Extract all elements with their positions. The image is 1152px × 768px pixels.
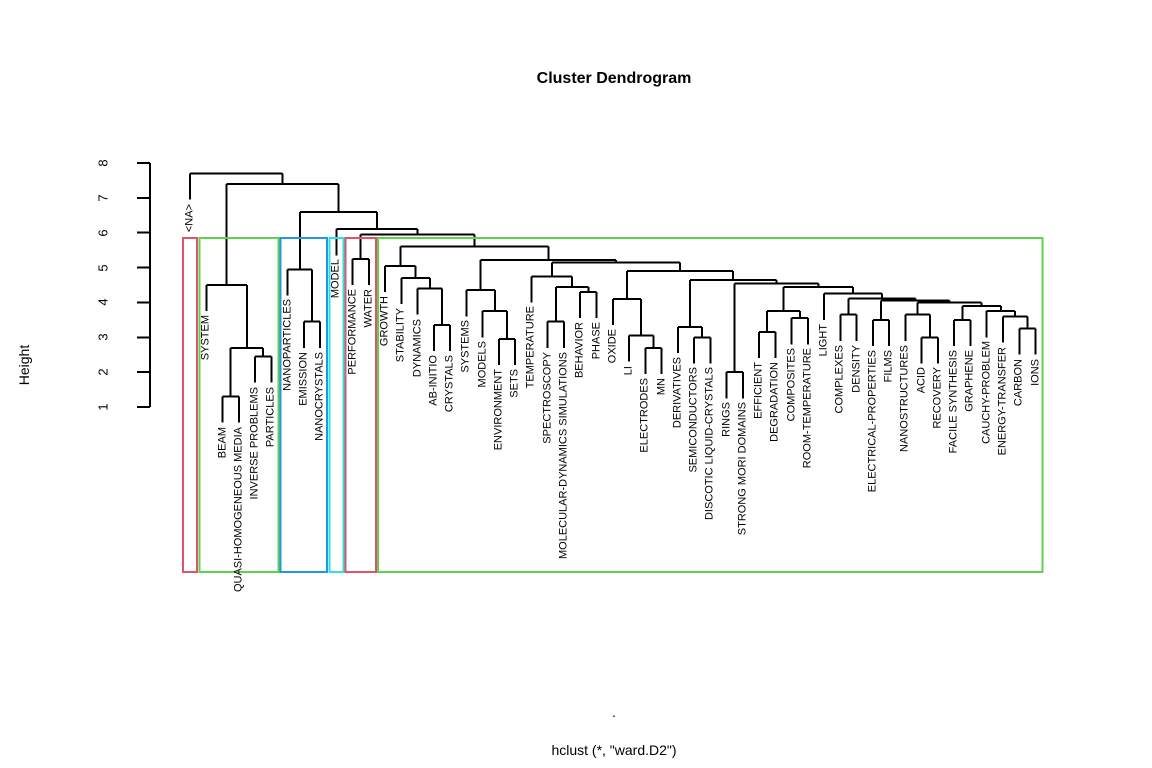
leaf-label: MODEL [329, 259, 342, 299]
y-axis-tick-label: 4 [95, 298, 111, 307]
cluster-rect [182, 237, 198, 573]
leaf-label: IONS [1029, 358, 1042, 386]
leaf-label: TEMPERATURE [524, 306, 537, 389]
leaf-label: <NA> [183, 203, 196, 232]
leaf-label: CRYSTALS [443, 355, 456, 413]
cluster-rect [279, 237, 329, 573]
y-axis-tick-label: 3 [95, 333, 111, 341]
leaf-label: DEGRADATION [768, 362, 781, 443]
leaf-label: NANOSTRUCTURES [898, 344, 911, 452]
leaf-label: LIGHT [817, 323, 830, 357]
leaf-label: DYNAMICS [411, 318, 424, 377]
y-axis-tick-label: 1 [95, 403, 111, 411]
leaf-label: FACILE SYNTHESIS [947, 350, 960, 454]
leaf-label: RECOVERY [931, 367, 944, 429]
leaf-label: DENSITY [850, 344, 863, 393]
leaf-label: LI [622, 365, 635, 375]
leaf-label: PERFORMANCE [346, 289, 359, 375]
leaf-label: SYSTEMS [459, 320, 472, 373]
leaf-label: QUASI-HOMOGENEOUS MEDIA [232, 426, 245, 592]
cluster-rect [377, 237, 1044, 573]
leaf-label: RINGS [720, 402, 733, 438]
leaf-label: SETS [508, 369, 521, 398]
dendrogram-branches [137, 162, 1037, 423]
y-axis-tick-label: 2 [95, 368, 111, 376]
leaf-label: NANOPARTICLES [281, 299, 294, 392]
leaf-label: BEAM [216, 426, 229, 458]
y-axis-label: Height [16, 344, 32, 386]
leaf-label: ENVIRONMENT [492, 369, 505, 451]
leaf-label: COMPOSITES [785, 348, 798, 422]
leaf-label: EMISSION [297, 351, 310, 406]
leaf-label: ENERGY-TRANSFER [996, 346, 1009, 455]
cluster-rect [344, 237, 377, 573]
leaf-label: DISCOTIC LIQUID-CRYSTALS [703, 367, 716, 521]
leaf-label: SEMICONDUCTORS [687, 367, 700, 473]
leaf-label: ELECTRODES [638, 377, 651, 453]
leaf-label: INVERSE PROBLEMS [248, 386, 261, 500]
leaf-label: FILMS [882, 350, 895, 383]
leaf-label: CAUCHY-PROBLEM [980, 341, 993, 445]
leaf-label: STABILITY [394, 308, 407, 363]
leaf-label: SYSTEM [199, 315, 212, 361]
leaf-label: EFFICIENT [752, 362, 765, 420]
leaf-label: ACID [915, 367, 928, 394]
chart-title: Cluster Dendrogram [536, 70, 692, 87]
leaf-label: MODELS [476, 341, 489, 388]
leaf-label: NANOCRYSTALS [313, 351, 326, 441]
leaf-label: PARTICLES [264, 386, 277, 447]
leaf-label: ELECTRICAL-PROPERTIES [866, 350, 879, 493]
y-axis-tick-label: 8 [95, 159, 111, 167]
leaf-label: OXIDE [606, 329, 619, 364]
y-axis-tick-label: 5 [95, 263, 111, 272]
leaf-label: DERIVATIVES [671, 356, 684, 429]
leaf-label: PHASE [590, 322, 602, 360]
leaf-label: STRONG MORI DOMAINS [736, 402, 749, 536]
leaf-label: AB-INITIO [427, 355, 440, 406]
leaf-label: MN [655, 377, 668, 395]
leaf-label: SPECTROSCOPY [541, 351, 554, 444]
leaf-label: COMPLEXES [833, 344, 846, 414]
y-axis-tick-label: 7 [95, 194, 111, 202]
cluster-rect [198, 237, 280, 573]
cluster-rect [328, 237, 345, 573]
x-axis-caption: . [612, 704, 616, 720]
leaf-label: BEHAVIOR [573, 322, 586, 379]
leaf-label: MOLECULAR-DYNAMICS SIMULATIONS [557, 351, 570, 559]
leaf-label: WATER [362, 289, 375, 328]
leaf-label: ROOM-TEMPERATURE [801, 348, 814, 469]
hclust-method-caption: hclust (*, "ward.D2") [551, 742, 677, 758]
leaf-label: CARBON [1012, 358, 1025, 406]
leaf-label: GROWTH [378, 295, 391, 347]
leaf-label: GRAPHENE [963, 350, 976, 412]
y-axis-tick-label: 6 [95, 229, 111, 237]
